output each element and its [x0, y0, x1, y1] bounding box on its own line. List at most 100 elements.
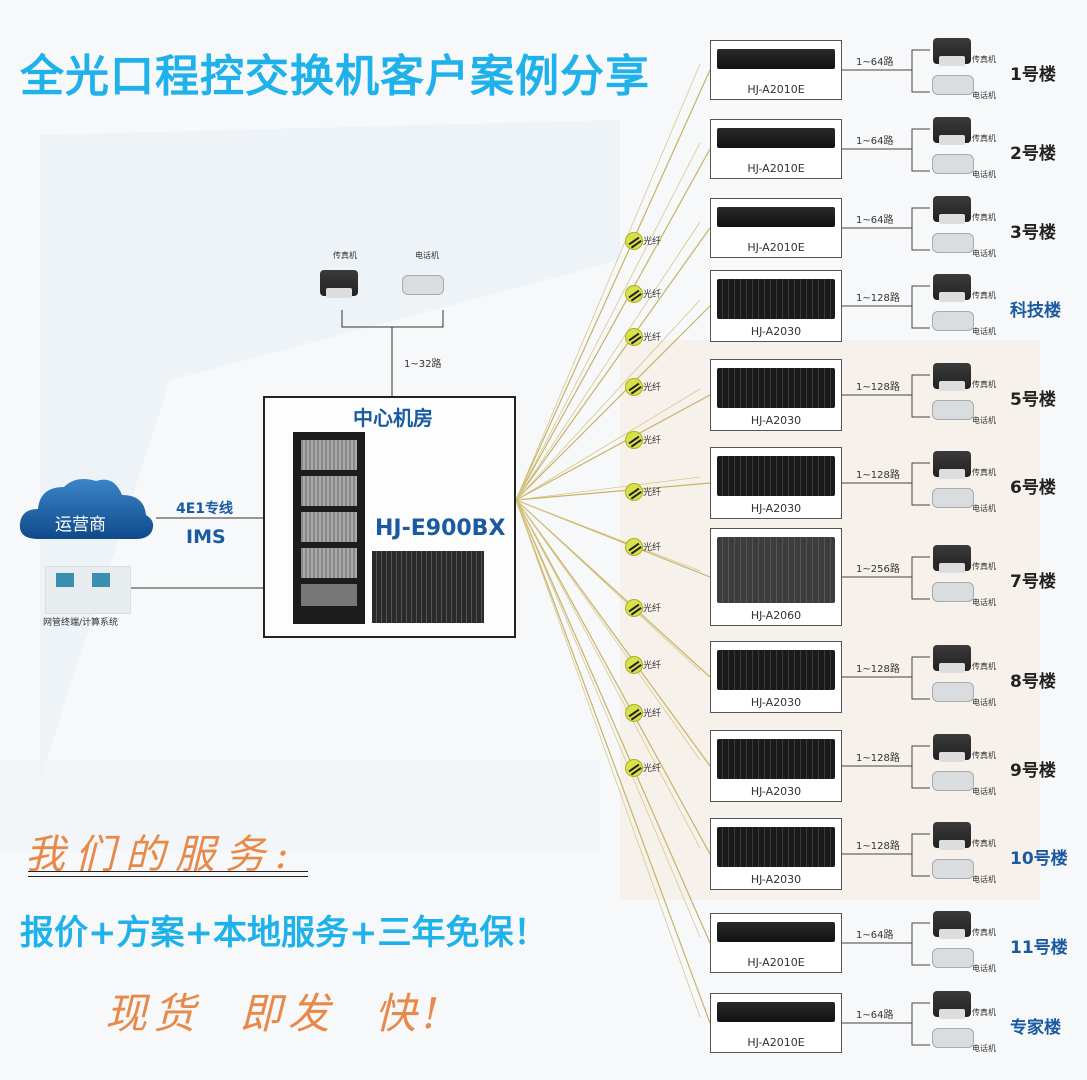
branch-device: HJ-A2010E [710, 40, 842, 100]
management-label: 网管终端/计算系统 [43, 618, 119, 628]
phone-label: 电话机 [972, 787, 996, 796]
device-model: HJ-A2060 [750, 609, 802, 622]
fax-label: 传真机 [972, 291, 996, 300]
branch-device: HJ-A2030 [710, 818, 842, 890]
branch-device: HJ-A2030 [710, 359, 842, 431]
device-model: HJ-A2010E [747, 83, 805, 96]
fax-icon [933, 274, 971, 302]
building-label: 9号楼 [1010, 761, 1056, 781]
device-model: HJ-A2030 [750, 785, 802, 798]
branch-device: HJ-A2030 [710, 447, 842, 519]
fax-icon [933, 363, 971, 391]
cloud-icon [19, 479, 154, 539]
protocol-label: IMS [186, 526, 226, 548]
phone-label: 电话机 [972, 91, 996, 100]
fiber-label: 光纤 [643, 383, 662, 393]
device-image [717, 49, 835, 69]
building-label: 科技楼 [1010, 301, 1061, 321]
fax-label: 传真机 [972, 468, 996, 477]
building-label: 专家楼 [1010, 1018, 1061, 1038]
fiber-label: 光纤 [643, 604, 662, 614]
management-terminal-icon [45, 566, 131, 614]
fiber-icon [625, 431, 643, 449]
phone-icon [932, 154, 974, 174]
fax-icon [933, 196, 971, 224]
phone-label: 电话机 [972, 327, 996, 336]
divider [28, 876, 308, 877]
channel-count: 1~128路 [856, 753, 900, 764]
fiber-label: 光纤 [643, 436, 662, 446]
fax-label: 传真机 [972, 380, 996, 389]
fiber-label: 光纤 [643, 543, 662, 553]
services-offer: 报价+方案+本地服务+三年免保！ [20, 913, 548, 953]
fiber-label: 光纤 [643, 333, 662, 343]
channel-count: 1~64路 [856, 136, 894, 147]
channel-count: 1~128路 [856, 841, 900, 852]
device-model: HJ-A2030 [750, 696, 802, 709]
page-title: 全光口程控交换机客户案例分享 [20, 51, 650, 102]
fiber-icon [625, 285, 643, 303]
divider [28, 871, 308, 872]
fax-label: 传真机 [972, 55, 996, 64]
device-model: HJ-A2010E [747, 241, 805, 254]
fiber-label: 光纤 [643, 661, 662, 671]
fax-label: 传真机 [972, 928, 996, 937]
fax-icon [933, 38, 971, 66]
fax-icon [933, 911, 971, 939]
phone-label: 电话机 [972, 964, 996, 973]
building-label: 2号楼 [1010, 144, 1056, 164]
phone-label: 电话机 [972, 598, 996, 607]
device-model: HJ-A2010E [747, 1036, 805, 1049]
building-label: 8号楼 [1010, 672, 1056, 692]
center-room-label: 中心机房 [353, 406, 433, 430]
fiber-icon [625, 328, 643, 346]
fax-label: 传真机 [972, 839, 996, 848]
building-label: 10号楼 [1010, 849, 1068, 869]
device-model: HJ-A2030 [750, 414, 802, 427]
fax-icon [933, 645, 971, 673]
device-image [717, 827, 835, 867]
fax-icon [933, 545, 971, 573]
operator-label: 运营商 [55, 515, 106, 535]
link-label: 4E1专线 [176, 501, 234, 517]
device-model: HJ-A2010E [747, 162, 805, 175]
channel-count: 1~128路 [856, 382, 900, 393]
device-image [717, 1002, 835, 1022]
building-label: 7号楼 [1010, 572, 1056, 592]
branch-device: HJ-A2010E [710, 993, 842, 1053]
branch-device: HJ-A2010E [710, 119, 842, 179]
device-image [717, 650, 835, 690]
branch-device: HJ-A2030 [710, 270, 842, 342]
phone-icon [932, 233, 974, 253]
device-image [717, 537, 835, 603]
fiber-label: 光纤 [643, 237, 662, 247]
phone-icon [932, 400, 974, 420]
device-model: HJ-A2010E [747, 956, 805, 969]
device-image [717, 922, 835, 942]
fax-icon [933, 451, 971, 479]
device-image [717, 456, 835, 496]
building-label: 1号楼 [1010, 65, 1056, 85]
fax-label: 传真机 [972, 562, 996, 571]
fiber-label: 光纤 [643, 764, 662, 774]
building-label: 11号楼 [1010, 938, 1068, 958]
phone-label: 电话机 [972, 875, 996, 884]
fax-label: 传真机 [972, 1008, 996, 1017]
fiber-icon [625, 704, 643, 722]
fax-icon [933, 117, 971, 145]
fax-icon [933, 822, 971, 850]
phone-icon [932, 582, 974, 602]
phone-icon [932, 682, 974, 702]
channel-count: 1~64路 [856, 215, 894, 226]
phone-icon [932, 1028, 974, 1048]
phone-icon [932, 311, 974, 331]
branch-device: HJ-A2010E [710, 198, 842, 258]
phone-icon [402, 275, 444, 295]
branch-device: HJ-A2030 [710, 730, 842, 802]
building-label: 5号楼 [1010, 390, 1056, 410]
fiber-icon [625, 759, 643, 777]
center-fax-label: 传真机 [333, 251, 357, 260]
device-image [717, 279, 835, 319]
fiber-icon [625, 232, 643, 250]
